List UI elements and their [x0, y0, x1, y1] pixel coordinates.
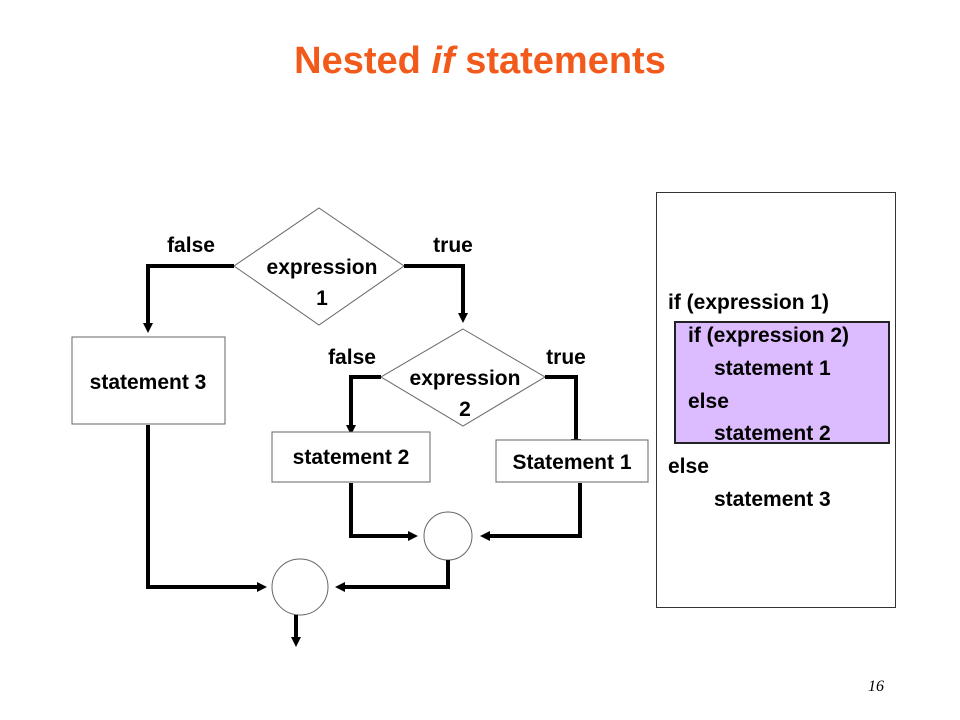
code-line-7: statement 3	[714, 488, 831, 511]
statement-1-box	[495, 439, 649, 483]
edge-decision1-false	[143, 264, 234, 333]
edge-decision1-true	[404, 264, 468, 323]
decision-2-line1: expression	[410, 367, 521, 390]
edge-statement2-to-merge2	[349, 483, 418, 541]
code-line-5: statement 2	[714, 422, 831, 445]
statement-3-box	[71, 336, 226, 425]
decision-2-false-label: false	[328, 346, 376, 369]
page-number: 16	[868, 678, 884, 695]
decision-2-line2: 2	[459, 398, 471, 421]
decision-1-line1: expression	[267, 256, 378, 279]
edge-statement3-to-merge-outer	[146, 425, 267, 592]
slide-title: Nested if statements	[0, 40, 960, 83]
edge-statement1-to-merge2	[480, 483, 582, 541]
statement-1-label: Statement 1	[512, 451, 631, 474]
merge-node-outer	[271, 558, 329, 616]
edge-decision2-true	[545, 375, 581, 449]
code-line-4: else	[688, 390, 729, 413]
decision-1-false-label: false	[167, 234, 215, 257]
title-keyword: if	[431, 40, 455, 82]
nested-if-highlight	[674, 321, 890, 444]
edge-decision2-false	[346, 375, 381, 435]
decision-2-true-label: true	[546, 346, 586, 369]
title-prefix: Nested	[294, 40, 432, 82]
decision-1-line2: 1	[316, 287, 328, 310]
statement-2-box	[271, 431, 431, 483]
code-line-6: else	[668, 455, 709, 478]
decision-diamond-2	[380, 328, 546, 427]
statement-3-label: statement 3	[90, 371, 207, 394]
edge-merge-inner-to-outer	[335, 560, 450, 592]
decision-1-true-label: true	[433, 234, 473, 257]
title-suffix: statements	[454, 40, 666, 82]
code-line-3: statement 1	[714, 357, 831, 380]
merge-node-inner	[423, 511, 473, 561]
code-line-1: if (expression 1)	[668, 291, 830, 314]
code-line-2: if (expression 2)	[688, 324, 850, 347]
decision-diamond-1	[233, 207, 405, 326]
statement-2-label: statement 2	[293, 446, 410, 469]
